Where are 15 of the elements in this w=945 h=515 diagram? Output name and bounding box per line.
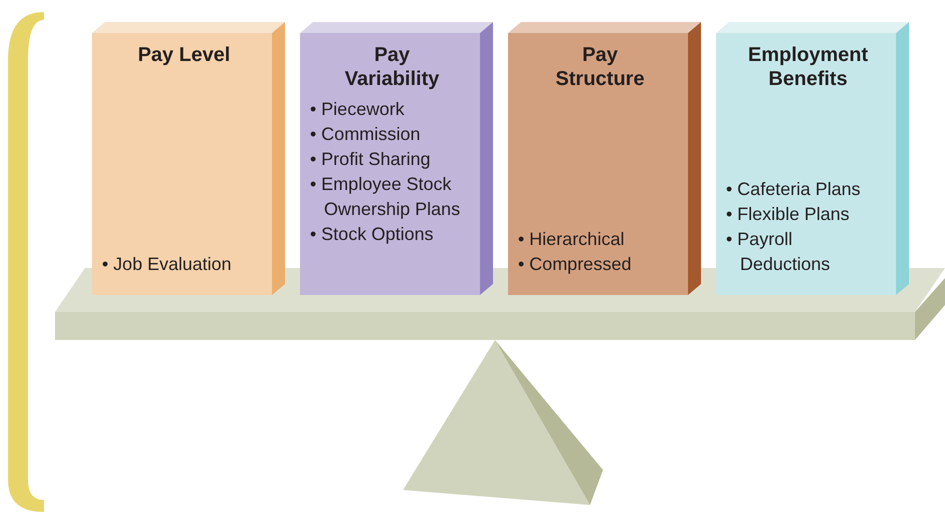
bullet-item: • Employee Stock Ownership Plans xyxy=(310,173,462,221)
bullet-item: • Hierarchical xyxy=(518,228,626,251)
bullet-item: • Compressed xyxy=(518,253,632,276)
block-heading: Employment Benefits xyxy=(747,43,869,91)
block-heading: Pay Structure xyxy=(554,43,646,91)
bullet-item: • Stock Options xyxy=(310,223,434,246)
block-heading: Pay Level xyxy=(138,43,230,67)
block-heading: Pay Variability xyxy=(344,43,440,91)
bullet-item: • Profit Sharing xyxy=(310,148,430,171)
bullet-item: • Piecework xyxy=(310,98,406,121)
bullet-item: • Flexible Plans xyxy=(726,203,850,226)
bullet-item: • Job Evaluation xyxy=(102,253,232,276)
bullet-item: • Cafeteria Plans xyxy=(726,178,860,201)
bullet-item: • Commission xyxy=(310,123,422,146)
bullet-item: • Payroll Deductions xyxy=(726,228,832,276)
